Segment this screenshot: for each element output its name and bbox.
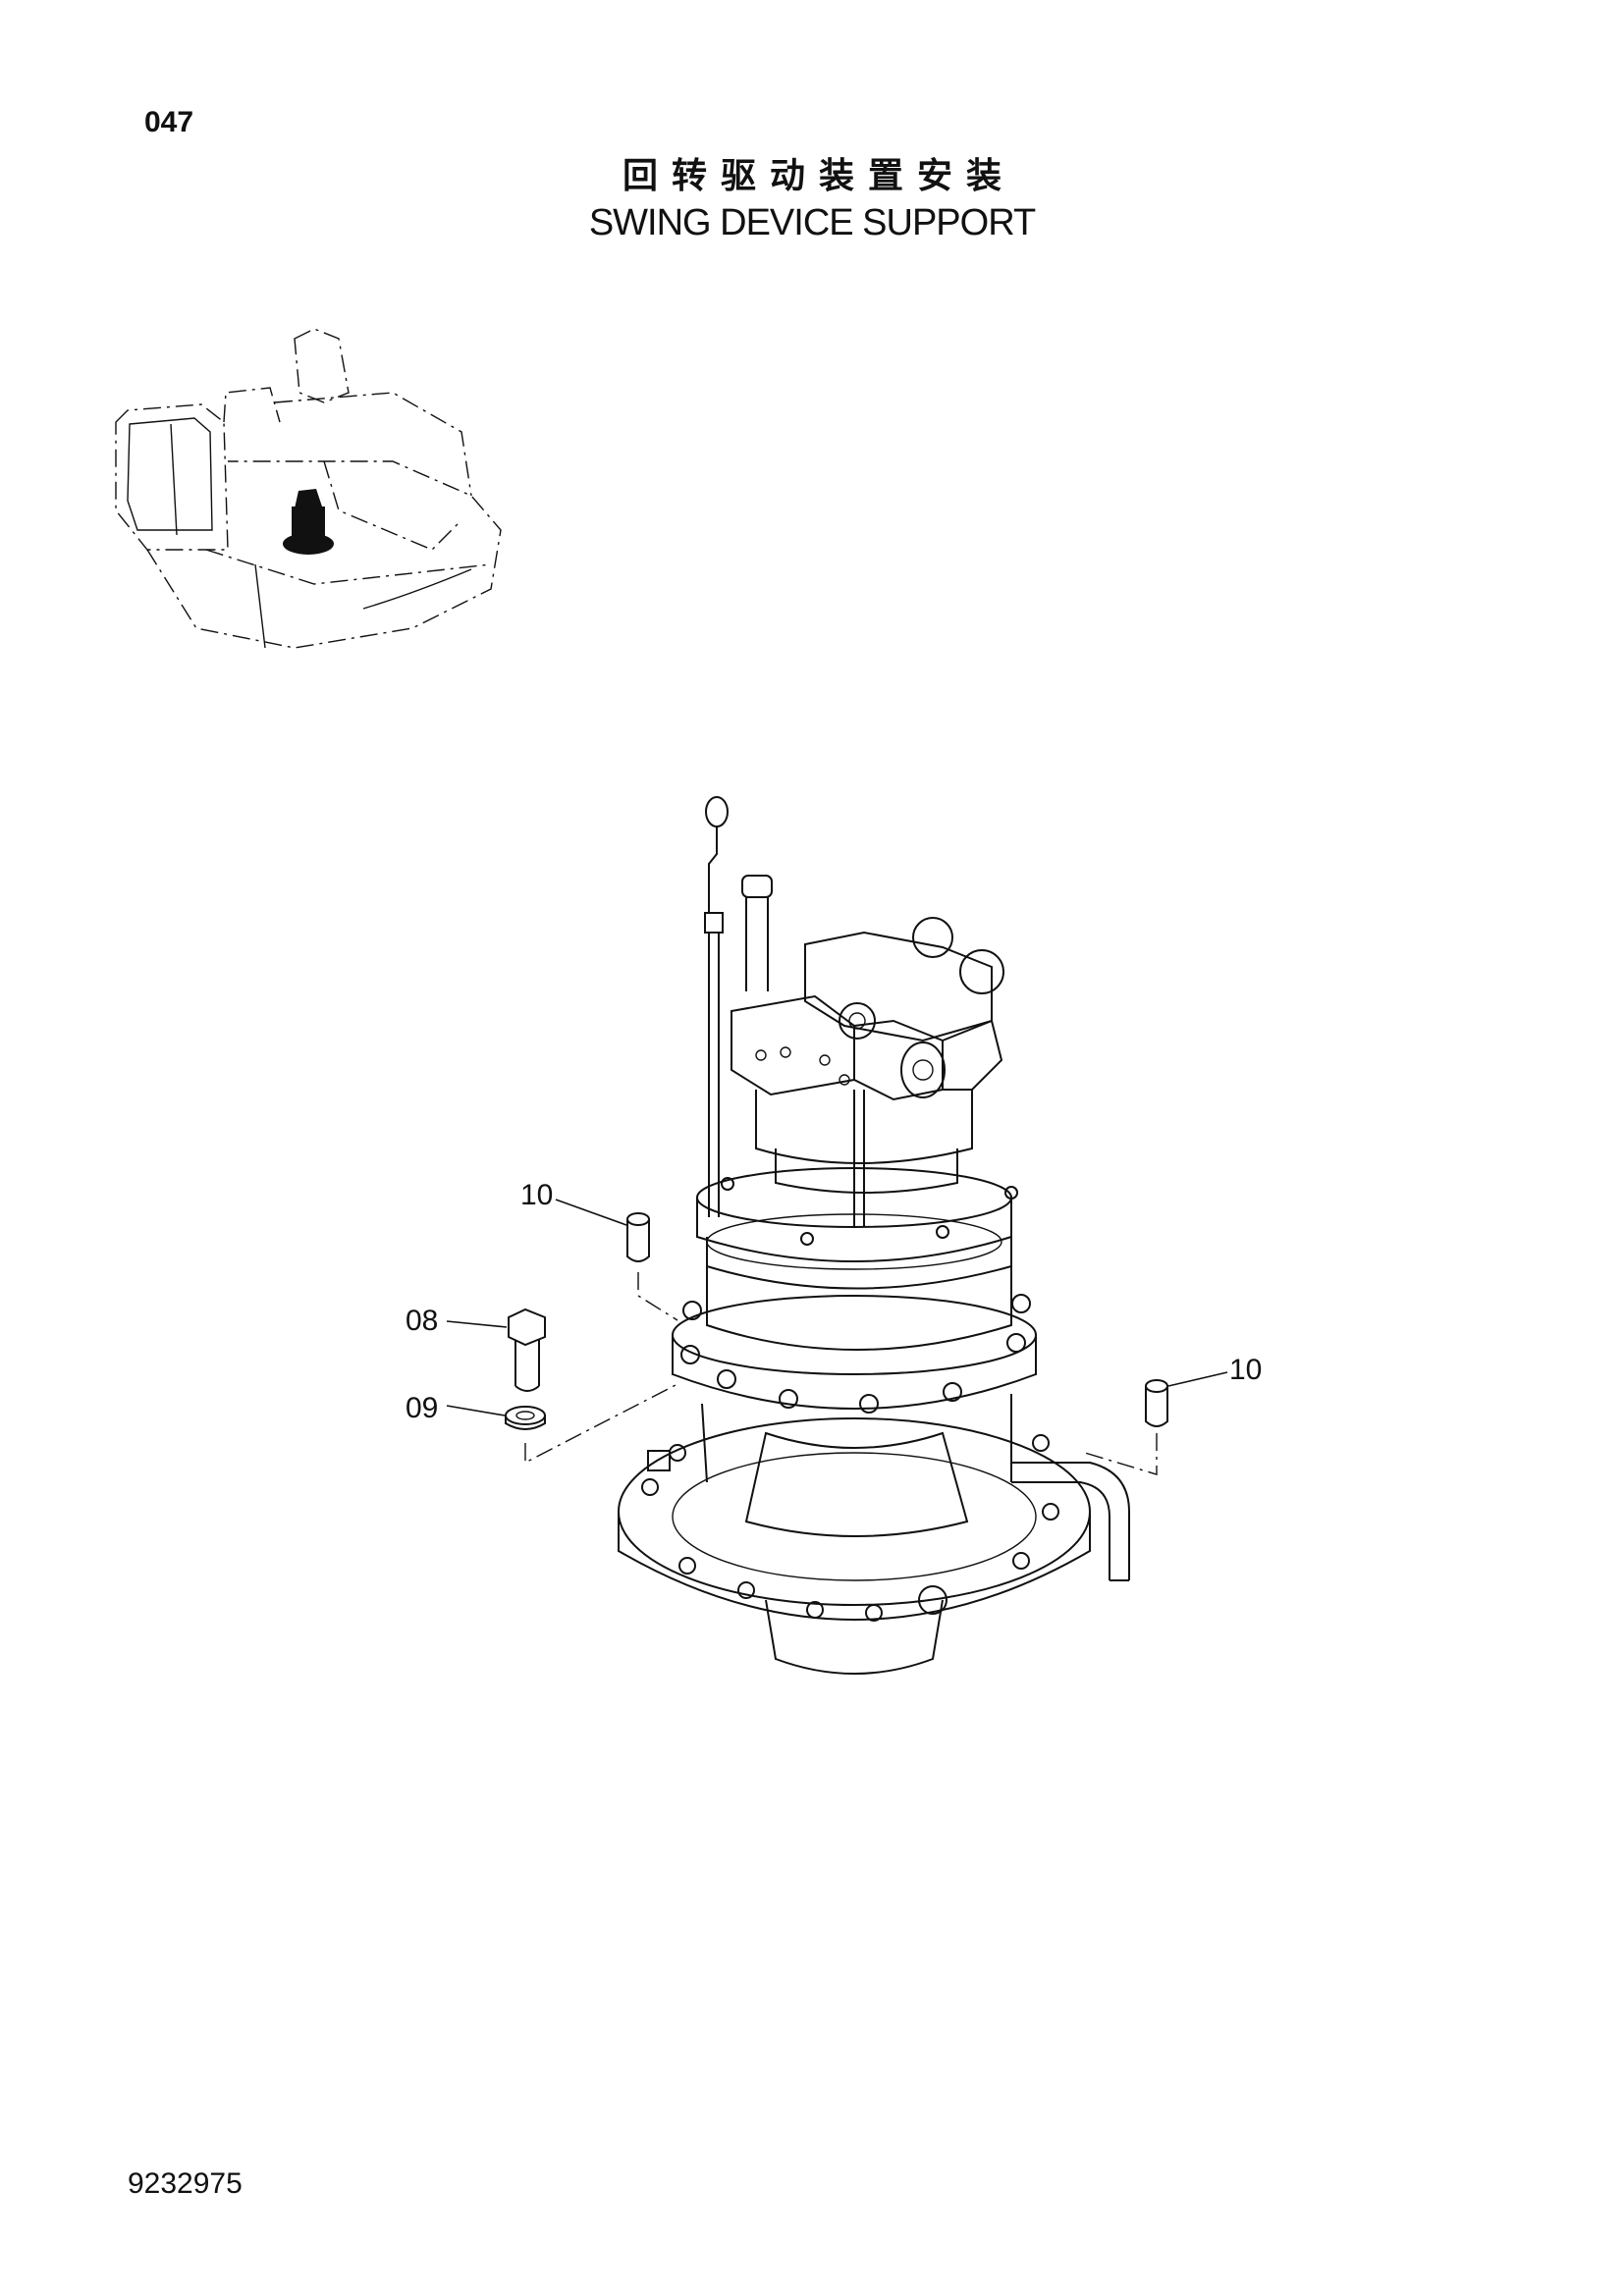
title-english: SWING DEVICE SUPPORT [588, 202, 1036, 243]
part-10-plug-left [626, 1212, 650, 1262]
part-10-plug-right [1145, 1379, 1168, 1427]
page-number: 047 [144, 106, 194, 138]
swing-device-assembly [618, 796, 1130, 1675]
part-09-washer [505, 1406, 546, 1430]
title-chinese: 回转驱动装置安装 [622, 156, 1015, 196]
document-number: 9232975 [128, 2167, 243, 2200]
assembly-lines [524, 1272, 1158, 1475]
callout-08: 08 [406, 1305, 438, 1337]
callout-09: 09 [406, 1392, 438, 1424]
leader-lines [446, 1199, 1228, 1416]
callout-10-left: 10 [520, 1179, 553, 1211]
callout-10-right: 10 [1229, 1354, 1262, 1386]
excavator-outline [115, 328, 502, 649]
part-08-bolt [508, 1308, 546, 1392]
